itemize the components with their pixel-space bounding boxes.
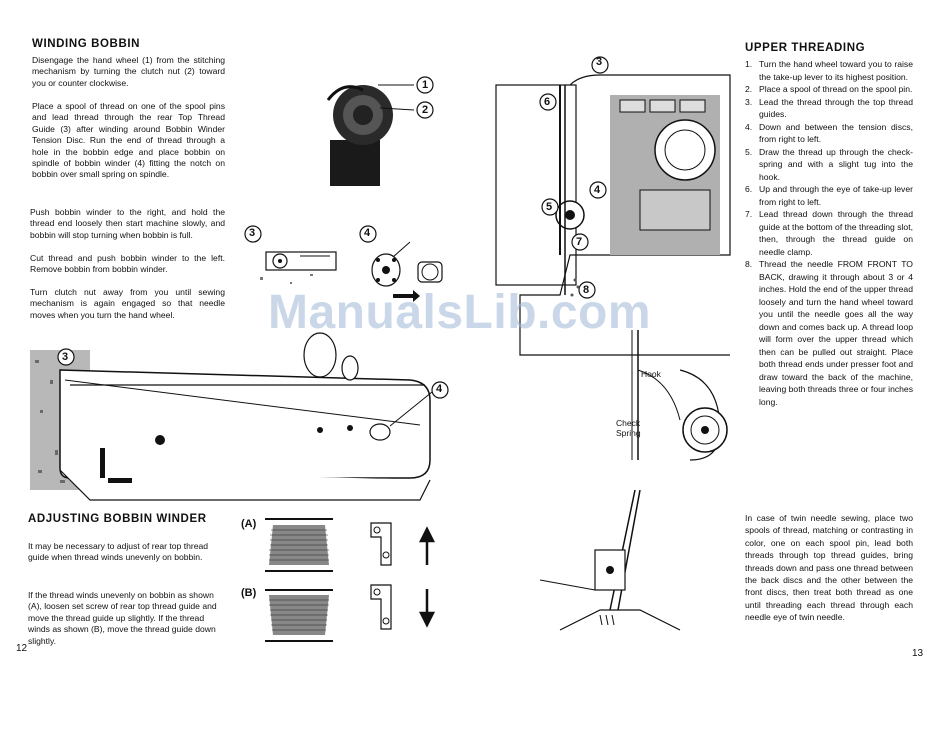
machine-front-view [495, 56, 731, 356]
winding-paragraph-2: Place a spool of thread on one of the sp… [32, 101, 225, 180]
callout-label-5: 5 [546, 201, 553, 213]
winding-paragraph-5: Turn clutch nut away from you until sewi… [30, 287, 225, 320]
callout-label-4-large: 4 [436, 383, 443, 395]
callout-label-3-right: 3 [596, 56, 603, 68]
callout-label-7: 7 [576, 236, 583, 248]
step-7: 7.Lead thread down through the thread gu… [745, 209, 913, 257]
callout-2 [416, 101, 434, 119]
adjusting-paragraph-2: If the thread winds unevenly on bobbin a… [28, 590, 217, 646]
step-1: 1.Turn the hand wheel toward you to rais… [745, 59, 913, 82]
check-label: Check [616, 418, 641, 428]
adjusting-title: ADJUSTING BOBBIN WINDER [28, 513, 207, 525]
step-8: 8.Thread the needle FROM FRONT TO BACK, … [745, 259, 913, 407]
callout-label-4-small: 4 [364, 227, 371, 239]
winding-paragraph-3: Push bobbin winder to the right, and hol… [30, 207, 225, 240]
threading-steps: 1.Turn the hand wheel toward you to rais… [745, 58, 913, 408]
page-number-left: 12 [16, 643, 28, 654]
step-6: 6.Up and through the eye of take-up leve… [745, 184, 913, 207]
label-a: (A) [241, 518, 257, 530]
spring-label: Spring [616, 428, 641, 438]
bobbin-winder-figure [359, 225, 443, 302]
step-4: 4.Down and between the tension discs, fr… [745, 121, 913, 145]
twin-needle-paragraph: In case of twin needle sewing, place two… [745, 513, 913, 623]
label-b: (B) [241, 587, 257, 599]
thread-guide-figure [244, 225, 337, 284]
step-2: 2.Place a spool of thread on the spool p… [745, 84, 913, 94]
winding-paragraph-1: Disengage the hand wheel (1) from the st… [32, 55, 225, 88]
callout-label-6: 6 [544, 96, 551, 108]
callout-label-2: 2 [422, 104, 429, 116]
callout-label-4-right: 4 [594, 184, 601, 196]
twin-needle-figure [539, 489, 681, 631]
adjusting-paragraph-1: It may be necessary to adjust of rear to… [28, 541, 209, 563]
step-3: 3.Lead the thread through the top thread… [745, 96, 913, 120]
machine-top-view [30, 330, 450, 505]
callout-label-8: 8 [583, 284, 590, 296]
upper-threading-title: UPPER THREADING [745, 42, 866, 54]
callout-label-1: 1 [422, 79, 429, 91]
winding-paragraph-4: Cut thread and push bobbin winder to the… [30, 253, 225, 275]
check-spring-detail [631, 330, 728, 461]
callout-label-3-small: 3 [249, 227, 256, 239]
callout-label-3-large: 3 [62, 351, 69, 363]
winding-bobbin-title: WINDING BOBBIN [32, 38, 141, 50]
bobbin-winding-diagrams [265, 518, 436, 642]
callout-1 [416, 76, 434, 94]
clutch-nut-figure [326, 76, 434, 186]
hook-label: Hook [641, 369, 661, 379]
step-5: 5.Draw the thread up through the check-s… [745, 146, 913, 182]
page-number-right: 13 [912, 648, 924, 659]
